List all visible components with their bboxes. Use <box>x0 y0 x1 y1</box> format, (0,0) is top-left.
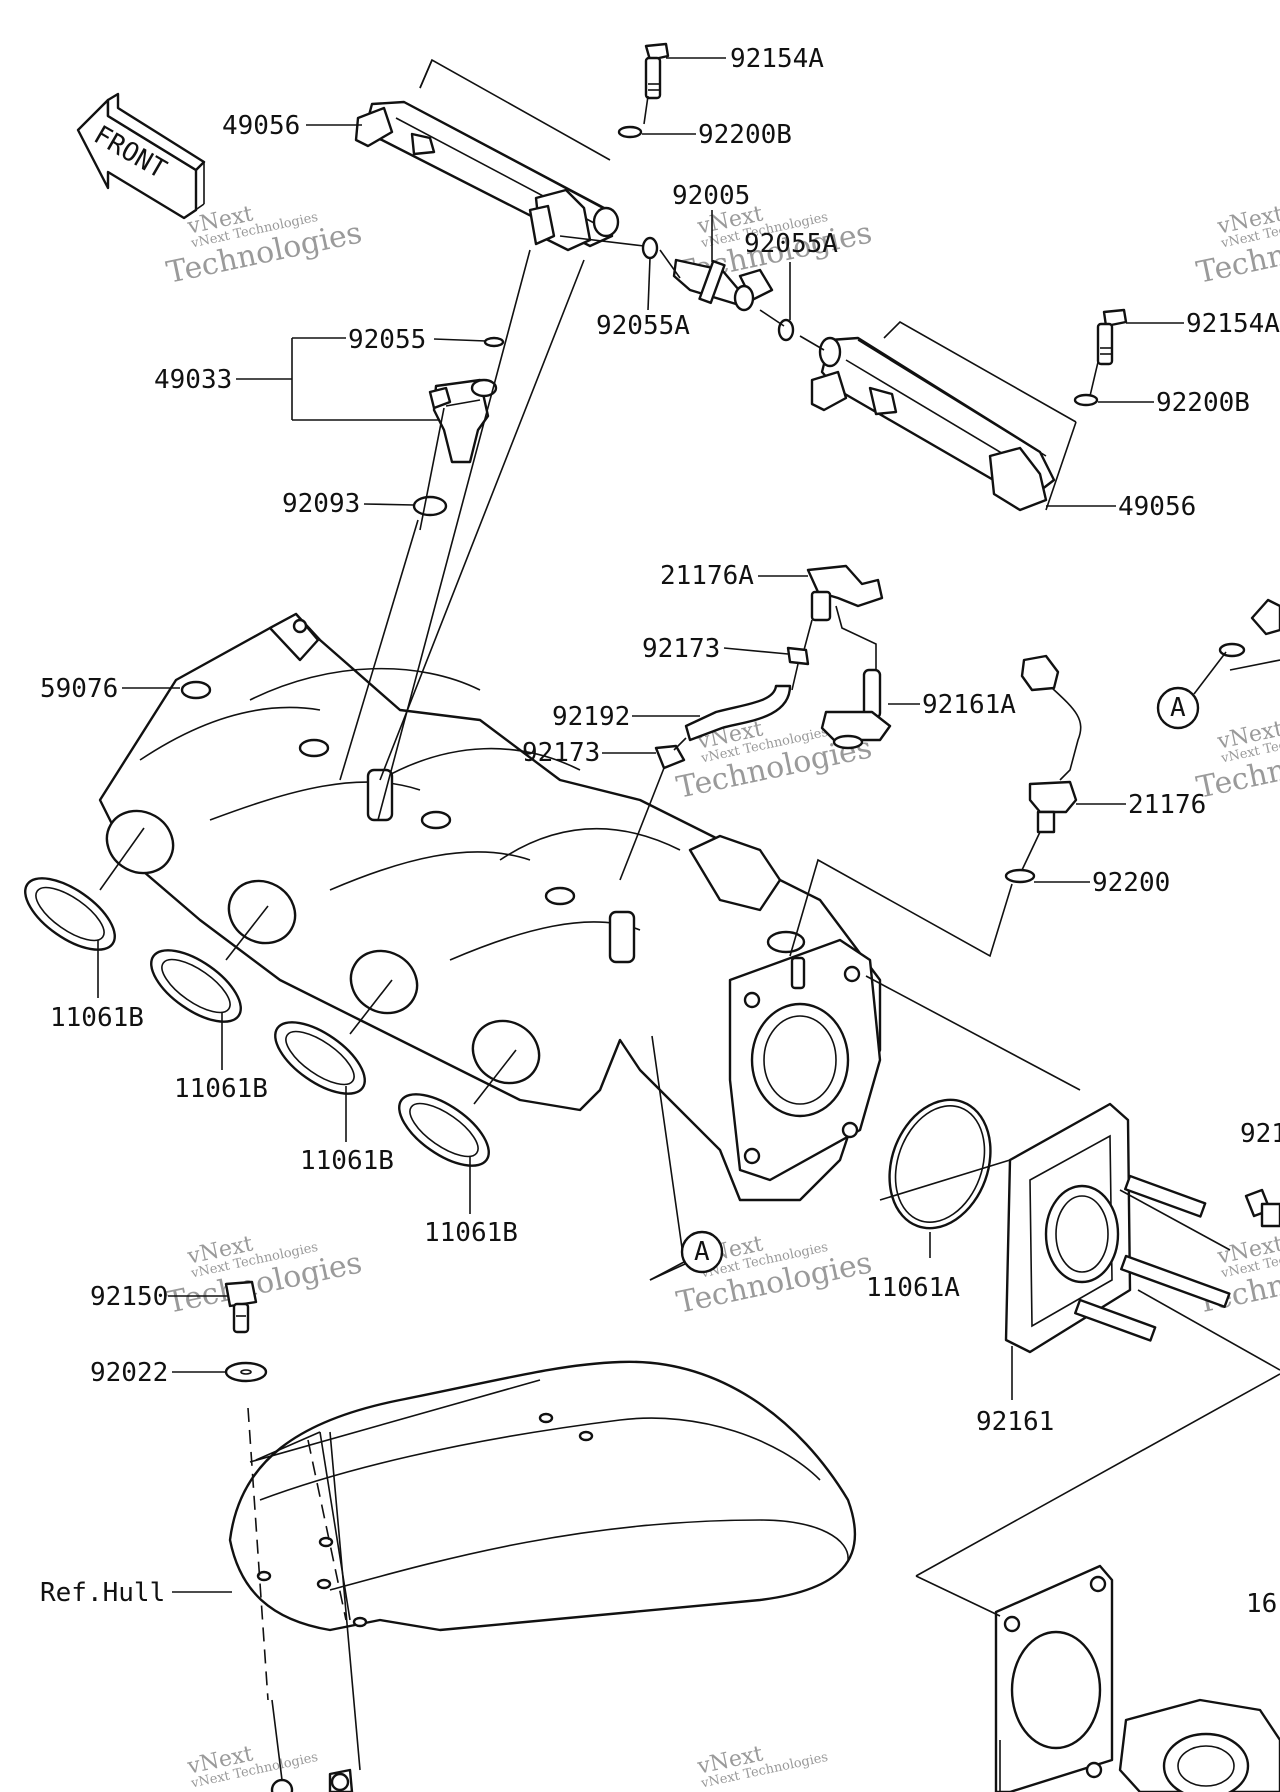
gasket-11061B-1 <box>24 877 116 951</box>
callout-92161: 92161 <box>976 1407 1054 1437</box>
callout-92154A-top: 92154A <box>730 44 824 74</box>
bolt-92154A-top <box>644 42 670 100</box>
hose-92192 <box>684 684 792 742</box>
callout-92022: 92022 <box>90 1358 168 1388</box>
cut-part-right <box>1250 598 1280 636</box>
callout-921-cut: 921 <box>1240 1119 1280 1149</box>
sensor-21176A <box>806 564 884 690</box>
intake-manifold-59076 <box>98 612 882 1202</box>
washer-92200 <box>1004 868 1036 884</box>
throttle-body-161 <box>994 1564 1280 1792</box>
sensor-21176 <box>1020 654 1082 834</box>
callout-11061B-1: 11061B <box>50 1003 144 1033</box>
marker-A-left: A <box>680 1230 724 1274</box>
callout-92055A-bottom: 92055A <box>596 311 690 341</box>
clamp-92173-top <box>786 646 810 666</box>
washer-92200B-right <box>1073 393 1099 407</box>
front-arrow-icon: FRONT <box>76 92 206 220</box>
callout-92093: 92093 <box>282 489 360 519</box>
fuel-rail-left <box>354 100 620 252</box>
callout-92005: 92005 <box>672 181 750 211</box>
callout-92200B-right: 92200B <box>1156 388 1250 418</box>
callouts: 92154A 92200B 49056 92005 92055A 92055A … <box>40 44 1280 1792</box>
gasket-11061B-2 <box>150 949 242 1023</box>
gasket-11061B-4 <box>398 1093 490 1167</box>
callout-92173-bottom: 92173 <box>522 738 600 768</box>
callout-49056-right: 49056 <box>1118 492 1196 522</box>
oring-11061A <box>888 1098 992 1230</box>
callout-92192: 92192 <box>552 702 630 732</box>
callout-59076: 59076 <box>40 674 118 704</box>
fuel-rail-right <box>810 336 1056 512</box>
callout-92150: 92150 <box>90 1282 168 1312</box>
callout-11061B-2: 11061B <box>174 1074 268 1104</box>
spacer-plate <box>1004 1102 1231 1354</box>
clamp-92173-bottom <box>654 744 686 770</box>
callout-92173-top: 92173 <box>642 634 720 664</box>
washer-92200B-top <box>617 125 643 139</box>
washer-92022 <box>224 1361 268 1383</box>
callout-92055: 92055 <box>348 325 426 355</box>
callout-ref-hull: Ref.Hull <box>40 1578 165 1608</box>
hull-reference <box>228 1360 857 1792</box>
injector-49033 <box>428 378 498 464</box>
sensor-92161A <box>820 668 892 750</box>
callout-11061B-4: 11061B <box>424 1218 518 1248</box>
callout-49033: 49033 <box>154 365 232 395</box>
callout-11061A: 11061A <box>866 1273 960 1303</box>
callout-49056-top: 49056 <box>222 111 300 141</box>
callout-92055A-top: 92055A <box>744 229 838 259</box>
bolt-92154A-right <box>1096 308 1128 366</box>
callout-21176: 21176 <box>1128 790 1206 820</box>
callout-92154A-right: 92154A <box>1186 309 1280 339</box>
callout-161-cut: 161 <box>1246 1589 1280 1619</box>
marker-A-label: A <box>1170 693 1186 723</box>
bolt-92150 <box>224 1280 258 1334</box>
callout-92161A: 92161A <box>922 690 1016 720</box>
callout-21176A: 21176A <box>660 561 754 591</box>
callout-92200B-top: 92200B <box>698 120 792 150</box>
oring-92055A-right <box>777 318 795 342</box>
fitting-92005 <box>672 258 774 312</box>
gasket-11061B-3 <box>274 1021 366 1095</box>
seal-92093 <box>412 495 448 517</box>
callout-11061B-3: 11061B <box>300 1146 394 1176</box>
oring-92055A-left <box>641 236 659 260</box>
oring-92055 <box>483 336 505 348</box>
callout-92200: 92200 <box>1092 868 1170 898</box>
marker-A-label: A <box>694 1237 710 1267</box>
bolt-921-cut <box>1244 1188 1280 1228</box>
marker-A-right: A <box>1156 651 1227 730</box>
